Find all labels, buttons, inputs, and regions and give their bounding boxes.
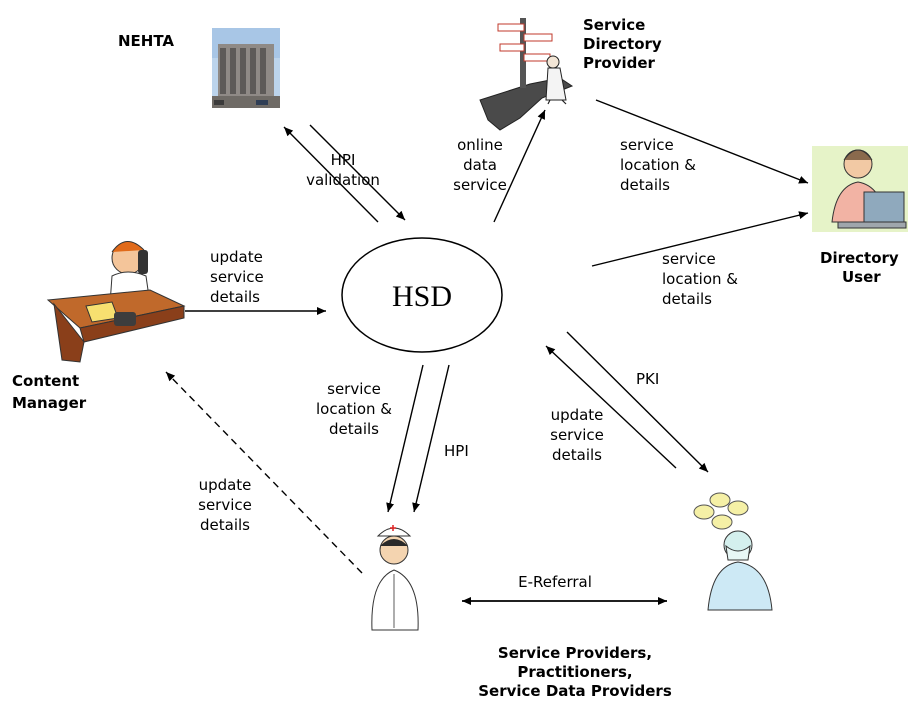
cm-update-label-line3: details xyxy=(210,288,260,306)
arrow-hsd-to-nurse-details xyxy=(386,364,424,513)
arrow-hsd-to-nehta xyxy=(283,126,379,223)
content-manager-label-line2: Manager xyxy=(12,394,87,412)
service-directory-provider-label-line3: Provider xyxy=(583,54,656,72)
pki-label: PKI xyxy=(636,370,659,388)
hsd-user-label-line1: service xyxy=(662,250,716,268)
directory-user-label-line1: Directory xyxy=(820,249,899,267)
service-directory-provider-label-line2: Directory xyxy=(583,35,662,53)
arrow-sdp-to-user xyxy=(595,99,809,184)
nehta-building-image xyxy=(212,28,280,108)
arrow-surgeon-to-hsd xyxy=(545,345,677,469)
hsd-user-label-line3: details xyxy=(662,290,712,308)
arrow-hsd-to-surgeon xyxy=(566,331,709,473)
practitioner-cm-label-line1: update xyxy=(199,476,252,494)
hsd-practitioner-label-line2: location & xyxy=(316,400,392,418)
hsd-practitioner-label-line1: service xyxy=(327,380,381,398)
arrow-nehta-to-hsd xyxy=(309,124,406,221)
signpost-person-image xyxy=(479,18,574,131)
e-referral-label: E-Referral xyxy=(518,573,592,591)
arrow-hsd-to-user xyxy=(591,211,809,267)
service-providers-label-line3: Service Data Providers xyxy=(478,682,672,700)
arrow-nurse-to-cm xyxy=(165,371,363,574)
hsd-practitioner-label-line3: details xyxy=(329,420,379,438)
hsd-user-label-line2: location & xyxy=(662,270,738,288)
surgeon-update-label-line2: service xyxy=(550,426,604,444)
surgeon-update-label-line1: update xyxy=(551,406,604,424)
online-data-service-label-line3: service xyxy=(453,176,507,194)
computer-user-image xyxy=(812,146,908,232)
phone-person-image xyxy=(46,241,186,363)
sdp-user-label-line2: location & xyxy=(620,156,696,174)
sdp-user-label-line1: service xyxy=(620,136,674,154)
hpi-validation-label-line1: HPI xyxy=(331,151,356,169)
sdp-user-label-line3: details xyxy=(620,176,670,194)
nehta-label: NEHTA xyxy=(118,32,174,50)
service-directory-provider-label-line1: Service xyxy=(583,16,645,34)
content-manager-label-line1: Content xyxy=(12,372,79,390)
hsd-label: HSD xyxy=(392,280,452,313)
nurse-image xyxy=(371,525,419,631)
practitioner-cm-label-line3: details xyxy=(200,516,250,534)
hsd-node: HSD xyxy=(341,237,503,353)
online-data-service-label-line2: data xyxy=(463,156,497,174)
cm-update-label-line2: service xyxy=(210,268,264,286)
practitioner-cm-label-line2: service xyxy=(198,496,252,514)
cm-update-label-line1: update xyxy=(210,248,263,266)
service-providers-label-line1: Service Providers, xyxy=(498,644,652,662)
service-providers-label-line2: Practitioners, xyxy=(517,663,632,681)
arrow-hsd-to-nurse-hpi xyxy=(412,364,450,513)
hpi-label: HPI xyxy=(444,442,469,460)
hpi-validation-label-line2: validation xyxy=(306,171,380,189)
surgeon-update-label-line3: details xyxy=(552,446,602,464)
surgeon-image xyxy=(693,492,773,611)
directory-user-label-line2: User xyxy=(842,268,881,286)
arrow-hsd-to-sdp xyxy=(493,109,546,223)
online-data-service-label-line1: online xyxy=(457,136,503,154)
